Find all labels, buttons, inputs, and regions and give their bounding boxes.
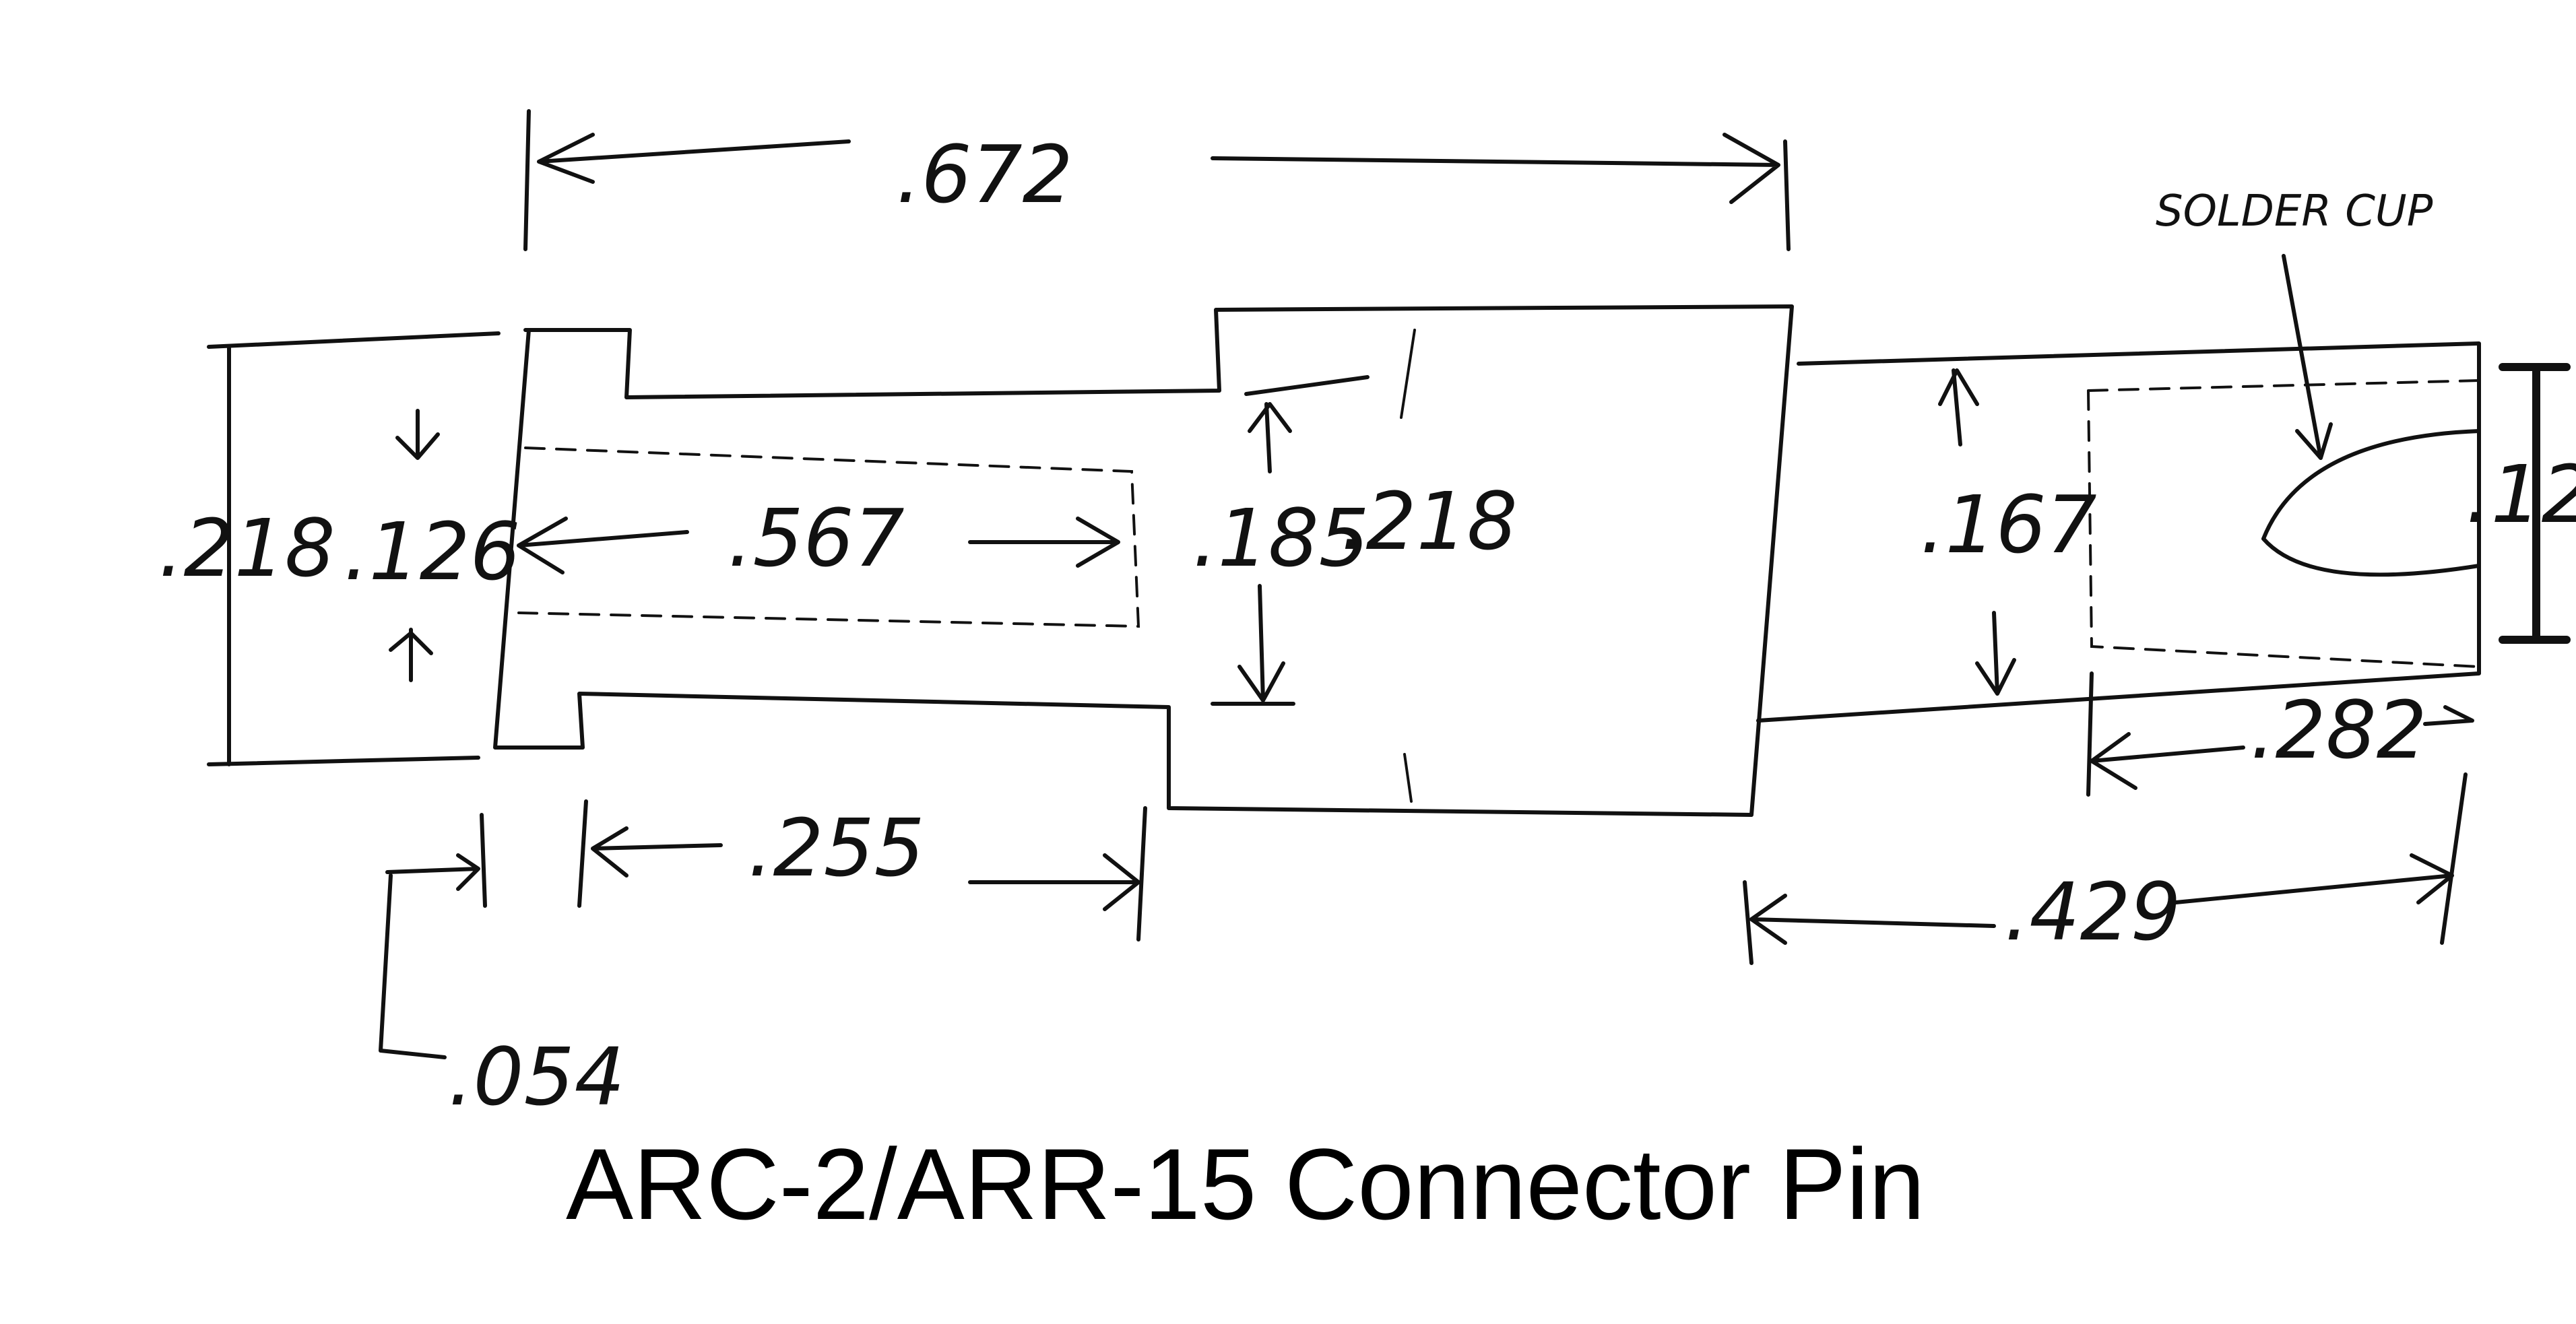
solder-cup-cavity <box>2087 379 2480 668</box>
flange-width-label: .054 <box>448 1030 625 1123</box>
cup-depth-arrows <box>2086 671 2474 797</box>
solder-cup-note: SOLDER CUP <box>2156 187 2433 236</box>
groove-start-arrows <box>577 799 1147 941</box>
body-dia-label: .218 <box>1341 475 1518 568</box>
tail-dia-label: .167 <box>1920 478 2097 571</box>
flange-od-line <box>207 331 501 766</box>
bore-depth-arrows <box>517 517 1120 574</box>
pin-outline <box>493 304 2481 817</box>
bore-dia-label: .126 <box>344 505 521 598</box>
left-flange-outline <box>493 304 1794 817</box>
collar-center-line <box>1400 329 1416 803</box>
tail-dia-arrows <box>1938 368 2016 696</box>
cup-depth-label: .282 <box>2250 684 2427 776</box>
drawing-title: ARC-2/ARR-15 Connector Pin <box>566 1127 1925 1240</box>
overall-length-label: .672 <box>896 128 1073 221</box>
flange-width-arrows <box>379 813 487 1059</box>
solder-cup-leader <box>2282 254 2333 460</box>
bore-depth-label: .567 <box>728 492 905 585</box>
groove-start-label: .255 <box>748 801 925 894</box>
collar-dia-arrows <box>1211 375 1370 706</box>
tail-length-label: .429 <box>2004 865 2181 958</box>
flange-od-label: .218 <box>158 502 335 595</box>
collar-dia-label: .185 <box>1192 492 1370 585</box>
overall-length-line <box>523 109 1791 251</box>
bore-cavity <box>517 446 1140 628</box>
solder-cup-opening <box>2261 429 2481 577</box>
tail-outline <box>1756 341 2481 723</box>
cup-dia-bar <box>2499 363 2571 644</box>
bore-dia-arrows <box>389 409 440 682</box>
cup-dia-label: .129 <box>2466 448 2576 541</box>
dimension-lines <box>207 109 2571 1059</box>
tail-length-arrows <box>1743 772 2468 965</box>
